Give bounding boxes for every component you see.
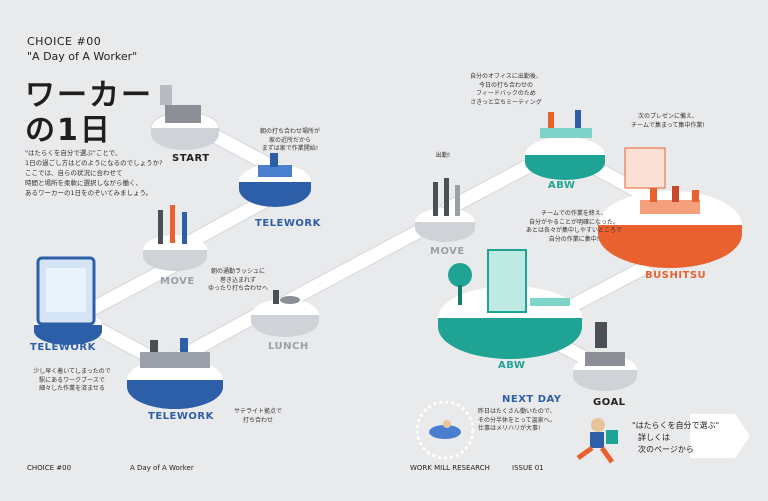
- note-line: あとは各々が集中しやすいところで: [526, 227, 622, 234]
- note-line: フィードバックのため: [476, 90, 536, 97]
- intro-line: あるワーカーの1日をのぞいてみましょう。: [25, 189, 153, 197]
- note-line: まずは家で作業開始!: [261, 145, 319, 152]
- cta-arrow: [690, 414, 750, 458]
- note-next-day: 昨日はたくさん働いたので、 その分半休をとって温泉へ。 仕事はメリハリが大事!: [478, 408, 570, 434]
- note-telework-top: 朝の打ち合わせ場所が 家の近所だから まずは家で作業開始!: [250, 128, 330, 154]
- page-title-line2: の1日: [25, 113, 112, 148]
- intro-line: ここでは、自らの状況に合わせて: [25, 169, 123, 177]
- note-bushitsu: 次のプレゼンに備え、 チームで集まって集中作業!: [622, 113, 714, 130]
- abw-top-platform: [525, 110, 605, 180]
- choice-number: CHOICE #00: [27, 35, 102, 48]
- move-left-platform: [143, 205, 207, 271]
- label-start: START: [172, 153, 210, 164]
- footer-issue: ISSUE 01: [512, 464, 544, 472]
- note-line: 自分の作業に集中!: [548, 235, 600, 243]
- note-move-center: 出勤!: [428, 152, 458, 161]
- label-lunch: LUNCH: [268, 341, 309, 352]
- note-line: 打ち合わせ: [242, 416, 273, 424]
- note-line: 次のプレゼンに備え、: [637, 113, 698, 120]
- label-goal: GOAL: [593, 397, 626, 408]
- note-line: チームで集まって集中作業!: [631, 121, 705, 129]
- next-day-circle: [415, 400, 475, 460]
- note-abw-bottom: チームでの作業を終え、 自分がやることが明確になった。 あとは各々が集中しやすい…: [520, 210, 628, 244]
- note-line: 仕事はメリハリが大事!: [478, 425, 541, 432]
- intro-text: "はたらくを自分で選ぶ"ことで、 1日の過ごし方はどのようになるのでしょうか? …: [25, 148, 175, 198]
- note-line: 巻き込まれず: [219, 276, 256, 284]
- telework-top-platform: [239, 153, 311, 207]
- intro-line: "はたらくを自分で選ぶ"ことで、: [25, 149, 122, 157]
- cta-line3: 次のページから: [638, 445, 694, 454]
- note-line: 駅にあるワークブースで: [39, 376, 105, 384]
- note-line: 自分のオフィスに出勤後、: [470, 73, 542, 80]
- footer-title: A Day of A Worker: [130, 464, 194, 472]
- note-line: 細々した作業を済ませる: [39, 385, 105, 392]
- telework-bottom-platform: [127, 338, 223, 409]
- goal-platform: [573, 322, 637, 391]
- note-abw-top: 自分のオフィスに出勤後、 今日の打ち合わせの フィードバックのため さきっと立ち…: [460, 73, 552, 107]
- note-line: さきっと立ちミーティング: [470, 98, 542, 106]
- intro-line: 1日の過ごし方はどのようになるのでしょうか?: [25, 159, 163, 167]
- footer-choice: CHOICE #00: [27, 464, 72, 472]
- lunch-platform: [251, 290, 319, 337]
- bushitsu-platform: [598, 147, 742, 268]
- note-move-left: 朝の通勤ラッシュに 巻き込まれず ゆったり打ち合わせへ: [198, 268, 278, 294]
- note-booth: 少し早く着いてしまったので 駅にあるワークブースで 細々した作業を済ませる: [22, 368, 122, 394]
- page-subtitle: "A Day of A Worker": [27, 50, 138, 63]
- footer-brand: WORK MILL RESEARCH: [410, 464, 490, 472]
- note-line: 自分がやることが明確になった。: [528, 218, 619, 226]
- note-line: 家の近所だから: [268, 136, 311, 144]
- start-platform: [150, 85, 220, 150]
- cta-line1: "はたらくを自分で選ぶ": [632, 421, 720, 430]
- cta-text[interactable]: "はたらくを自分で選ぶ" 詳しくは 次のページから: [632, 420, 719, 456]
- label-telework-top: TELEWORK: [255, 218, 321, 229]
- label-telework-booth: TELEWORK: [30, 342, 96, 353]
- label-move-center: MOVE: [430, 246, 465, 257]
- path-lunch-move: [273, 219, 442, 309]
- booth-platform: [34, 256, 102, 345]
- intro-line: 時間と場所を柔軟に選択しながら働く、: [25, 179, 142, 187]
- note-line: その分半休をとって温泉へ。: [478, 416, 556, 424]
- label-abw-top: ABW: [548, 180, 576, 191]
- note-line: 少し早く着いてしまったので: [33, 368, 111, 375]
- abw-bottom-platform: [438, 249, 582, 359]
- move-center-platform: [415, 178, 475, 242]
- label-bushitsu: BUSHITSU: [645, 270, 707, 281]
- note-line: 朝の打ち合わせ場所が: [259, 128, 320, 135]
- note-line: 朝の通勤ラッシュに: [210, 268, 265, 275]
- label-abw-bottom: ABW: [498, 360, 526, 371]
- cta-line2: 詳しくは: [638, 433, 670, 442]
- label-telework-bottom: TELEWORK: [148, 411, 214, 422]
- runner-illustration: [576, 418, 618, 464]
- note-line: 今日の打ち合わせの: [478, 81, 533, 89]
- note-telework-bottom: サテライト拠点で 打ち合わせ: [228, 408, 288, 425]
- note-line: チームでの作業を終え、: [541, 210, 607, 217]
- note-line: ゆったり打ち合わせへ: [207, 285, 268, 292]
- page-title-line1: ワーカー: [25, 78, 153, 113]
- note-line: 昨日はたくさん働いたので、: [478, 408, 556, 415]
- label-next-day: NEXT DAY: [502, 394, 562, 405]
- label-move-left: MOVE: [160, 276, 195, 287]
- note-line: 出勤!: [435, 152, 451, 159]
- note-line: サテライト拠点で: [233, 408, 282, 415]
